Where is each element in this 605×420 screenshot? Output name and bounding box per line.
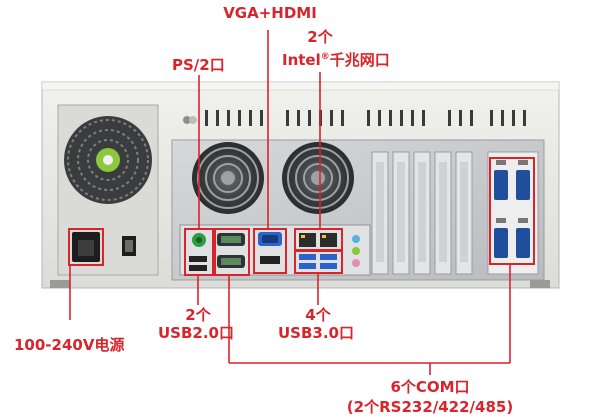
usb3-port [299,263,316,269]
com-label-line1: 6个COM口 [390,378,470,396]
expansion-slots [371,151,473,275]
usb3-port [320,254,337,260]
usb2-port [189,265,207,271]
usb2-port [189,256,207,262]
usb3-desc-label: USB3.0口 [278,324,354,342]
usb3-count-label: 4个 [305,306,331,324]
usb3-port [320,263,337,269]
lan-desc: 千兆网口 [329,51,390,69]
usb3-port [299,254,316,260]
power-label: 100-240V电源 [14,336,125,354]
ps2-label: PS/2口 [172,56,225,74]
vga-hdmi-label: VGA+HDMI [223,4,317,22]
lan-count-label: 2个 [307,28,333,46]
fan-right [282,142,354,214]
usb2-count-label: 2个 [185,306,211,324]
hdmi-port [260,256,280,264]
lan-brand: Intel [282,51,321,69]
com-card [487,151,539,275]
usb2-desc-label: USB2.0口 [158,324,234,342]
lan-label: Intel®千兆网口 [282,48,390,69]
com-label-line2: (2个RS232/422/485) [346,398,514,416]
fan-left [192,142,264,214]
registered-mark: ® [320,52,330,62]
power-supply [57,104,159,276]
highlight-boxes [68,157,535,276]
leader-lines [69,30,511,375]
